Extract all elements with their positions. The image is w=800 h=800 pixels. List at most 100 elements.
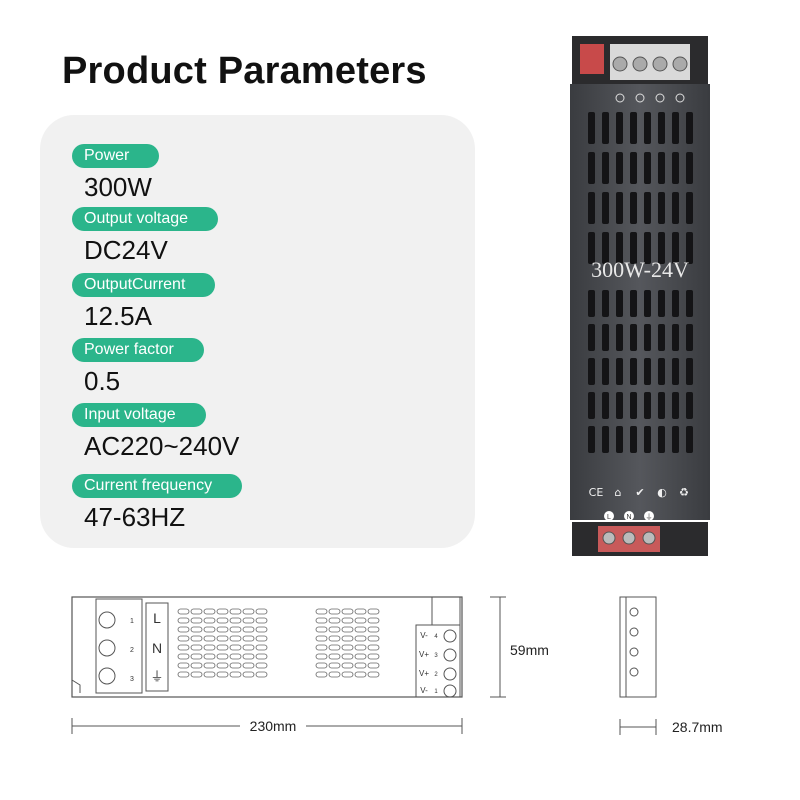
- vent-slot: [588, 290, 595, 317]
- vent-slot: [630, 192, 637, 224]
- vent-slot: [216, 644, 229, 651]
- width-dimension-label: 28.7mm: [672, 719, 723, 735]
- vent-slot: [686, 358, 693, 385]
- vent-slot: [602, 112, 609, 144]
- vent-slot: [672, 112, 679, 144]
- vent-slot: [315, 626, 328, 633]
- vent-slot: [229, 644, 242, 651]
- vent-slot: [588, 358, 595, 385]
- vent-slot: [203, 671, 216, 678]
- input-number-3: 3: [130, 676, 134, 683]
- vent-slot: [328, 644, 341, 651]
- vent-slot: [616, 358, 623, 385]
- output-label-1: V-: [420, 631, 428, 640]
- vent-slot: [255, 608, 268, 615]
- vent-slot: [588, 192, 595, 224]
- page-title: Product Parameters: [62, 50, 427, 92]
- output-number-4: 4: [434, 634, 438, 640]
- vent-slot: [216, 608, 229, 615]
- param-value: AC220~240V: [84, 431, 240, 461]
- vent-slot: [328, 671, 341, 678]
- vent-slot: [328, 653, 341, 660]
- vent-slot: [602, 232, 609, 264]
- vent-slot: [658, 290, 665, 317]
- vent-slot: [203, 617, 216, 624]
- vent-slot: [190, 617, 203, 624]
- param-value: 47-63HZ: [84, 502, 186, 532]
- vent-slot: [616, 290, 623, 317]
- vent-slot: [354, 617, 367, 624]
- param-value: 300W: [84, 172, 152, 202]
- vent-slot: [644, 392, 651, 419]
- vent-slot: [216, 662, 229, 669]
- vent-slot: [315, 608, 328, 615]
- vent-slot: [588, 426, 595, 453]
- vent-slot: [203, 635, 216, 642]
- vent-slot: [190, 608, 203, 615]
- vent-slot: [341, 626, 354, 633]
- vent-slot: [367, 662, 380, 669]
- vent-slot: [190, 644, 203, 651]
- vent-slot: [190, 626, 203, 633]
- vent-slot: [644, 324, 651, 351]
- vent-slot: [367, 626, 380, 633]
- vent-slot: [644, 112, 651, 144]
- vent-slot: [602, 152, 609, 184]
- vent-slot: [367, 635, 380, 642]
- vent-slot: [588, 152, 595, 184]
- param-current-frequency: Current frequency 47-63HZ: [72, 474, 243, 532]
- vent-slot: [686, 324, 693, 351]
- vent-slot: [602, 290, 609, 317]
- vent-slot: [190, 635, 203, 642]
- height-dimension-label: 59mm: [510, 642, 549, 658]
- vent-slot: [616, 392, 623, 419]
- vent-slot: [658, 324, 665, 351]
- input-label-n: N: [152, 640, 162, 656]
- vent-slot: [177, 626, 190, 633]
- vent-slot: [255, 662, 268, 669]
- vent-slot: [658, 358, 665, 385]
- vent-slot: [242, 662, 255, 669]
- param-output-current: OutputCurrent 12.5A: [72, 273, 216, 331]
- vent-slot: [328, 626, 341, 633]
- vent-slot: [315, 635, 328, 642]
- input-label-ground: ⏚: [150, 670, 163, 685]
- vent-slot: [630, 232, 637, 264]
- vent-slot: [177, 671, 190, 678]
- vent-slot: [328, 608, 341, 615]
- param-input-voltage: Input voltage AC220~240V: [72, 403, 239, 461]
- vent-slot: [630, 152, 637, 184]
- param-label: Power factor: [72, 338, 204, 362]
- output-number-2: 2: [434, 672, 438, 678]
- vent-slot: [644, 152, 651, 184]
- vent-slot: [644, 290, 651, 317]
- vent-slot: [341, 617, 354, 624]
- vent-slot: [354, 662, 367, 669]
- vent-slot: [367, 671, 380, 678]
- param-power: Power 300W: [72, 144, 160, 202]
- vent-slot: [630, 290, 637, 317]
- vent-slot: [190, 662, 203, 669]
- vent-slot: [367, 653, 380, 660]
- vent-slot: [255, 644, 268, 651]
- vent-slot: [588, 392, 595, 419]
- vent-slot: [630, 392, 637, 419]
- output-label-2: V+: [419, 650, 429, 659]
- vent-slot: [602, 426, 609, 453]
- dip-switch: [580, 44, 604, 74]
- vent-slot: [229, 626, 242, 633]
- check-icon: ✔: [635, 486, 644, 499]
- vent-slot: [255, 635, 268, 642]
- vent-slot: [672, 290, 679, 317]
- vent-slot: [203, 653, 216, 660]
- vent-slot: [177, 617, 190, 624]
- param-label: Current frequency: [72, 474, 243, 498]
- vent-slot: [686, 192, 693, 224]
- vent-slot: [341, 671, 354, 678]
- vent-slot: [588, 324, 595, 351]
- vent-slot: [242, 653, 255, 660]
- terminal-ground-mark: ⏚: [646, 513, 653, 521]
- vent-slot: [686, 232, 693, 264]
- vent-slot: [177, 644, 190, 651]
- vent-slot: [315, 671, 328, 678]
